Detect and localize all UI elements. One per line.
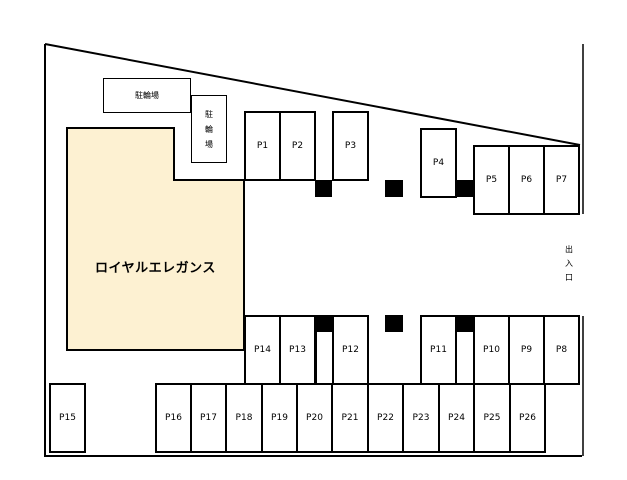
parking-space-p23[interactable]: P23: [402, 383, 440, 453]
parking-space-p16[interactable]: P16: [155, 383, 192, 453]
space-label: P5: [485, 175, 498, 185]
space-label: P24: [448, 413, 465, 423]
space-label: P11: [430, 345, 447, 355]
parking-space-p22[interactable]: P22: [367, 383, 404, 453]
space-label: P6: [520, 175, 533, 185]
space-label: P2: [291, 141, 304, 151]
parking-space-p17[interactable]: P17: [190, 383, 227, 453]
pillar: [315, 180, 332, 197]
parking-space-p10[interactable]: P10: [473, 315, 510, 385]
parking-space-p18[interactable]: P18: [225, 383, 263, 453]
space-label: P12: [342, 345, 359, 355]
parking-space-p8[interactable]: P8: [543, 315, 580, 385]
parking-space-p9[interactable]: P9: [508, 315, 545, 385]
space-label: P19: [271, 413, 288, 423]
bicycle-parking-char: 場: [205, 139, 213, 149]
parking-space-p12[interactable]: P12: [332, 315, 369, 385]
parking-space-p13[interactable]: P13: [279, 315, 316, 385]
pillar: [456, 315, 474, 332]
space-label: P22: [377, 413, 394, 423]
space-label: P17: [200, 413, 217, 423]
parking-space-p11[interactable]: P11: [420, 315, 457, 385]
parking-space-p21[interactable]: P21: [331, 383, 369, 453]
parking-space-p4[interactable]: P4: [420, 128, 457, 198]
bicycle-parking-vertical: 駐 輪 場: [191, 95, 227, 163]
space-label: P25: [483, 413, 501, 423]
space-label: P26: [519, 413, 536, 423]
space-label: P16: [165, 413, 182, 423]
space-label: P18: [235, 413, 253, 423]
space-label: P8: [555, 345, 568, 355]
parking-space-p14[interactable]: P14: [244, 315, 281, 385]
parking-space-p3[interactable]: P3: [332, 111, 369, 181]
parking-space-p7[interactable]: P7: [543, 145, 580, 215]
bicycle-parking-label: 駐輪場: [135, 91, 159, 100]
space-label: P13: [289, 345, 306, 355]
parking-space-p19[interactable]: P19: [261, 383, 298, 453]
entrance-label: 出 入 口: [565, 243, 573, 285]
parking-space-p25[interactable]: P25: [473, 383, 511, 453]
parking-space-p20[interactable]: P20: [296, 383, 333, 453]
space-label: P10: [483, 345, 500, 355]
entrance-char: 出: [565, 245, 573, 254]
pillar: [385, 180, 403, 197]
space-label: P1: [256, 141, 269, 151]
parking-space-p24[interactable]: P24: [438, 383, 475, 453]
pillar: [315, 315, 333, 332]
space-label: P23: [412, 413, 430, 423]
bicycle-parking-char: 駐: [205, 109, 213, 119]
parking-space-p15[interactable]: P15: [49, 383, 86, 453]
space-label: P21: [341, 413, 359, 423]
pillar: [456, 180, 474, 197]
parking-space-p6[interactable]: P6: [508, 145, 545, 215]
space-label: P15: [59, 413, 76, 423]
bicycle-parking-horizontal: 駐輪場: [103, 78, 191, 113]
parking-space-p2[interactable]: P2: [279, 111, 316, 181]
parking-space-p5[interactable]: P5: [473, 145, 510, 215]
bicycle-parking-char: 輪: [205, 124, 213, 134]
space-label: P20: [306, 413, 323, 423]
parking-space-p26[interactable]: P26: [509, 383, 546, 453]
parking-space-p1[interactable]: P1: [244, 111, 281, 181]
space-label: P3: [344, 141, 357, 151]
entrance-char: 入: [565, 259, 573, 268]
pillar: [385, 315, 403, 332]
space-label: P7: [555, 175, 568, 185]
space-label: P4: [432, 158, 445, 168]
entrance-char: 口: [565, 273, 573, 282]
space-label: P14: [254, 345, 271, 355]
space-label: P9: [520, 345, 533, 355]
building-name: ロイヤルエレガンス: [95, 261, 216, 276]
